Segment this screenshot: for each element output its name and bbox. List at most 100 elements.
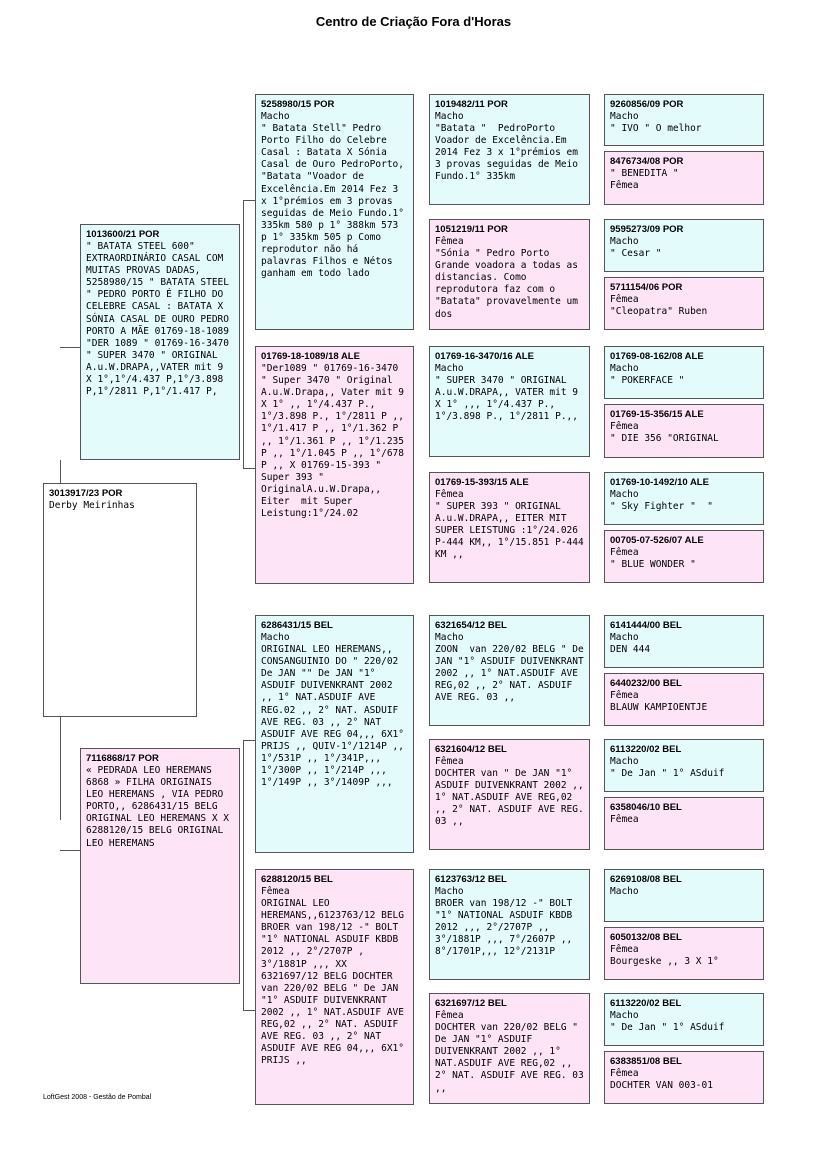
pigeon-info: Macho " Cesar " bbox=[610, 236, 662, 260]
connector-line bbox=[243, 1010, 255, 1011]
pedigree-card-mother[interactable]: 7116868/17 POR « PEDRADA LEO HEREMANS 68… bbox=[80, 748, 240, 984]
pedigree-card-g5-14[interactable]: 6050132/08 BEL Fêmea Bourgeske ,, 3 X 1° bbox=[604, 927, 764, 980]
ring-number: 1051219/11 POR bbox=[435, 224, 508, 235]
ring-number: 5258980/15 POR bbox=[261, 99, 335, 110]
footer-credit: LoftGest 2008 - Gestão de Pombal bbox=[43, 1094, 152, 1101]
pedigree-card-fm[interactable]: 01769-18-1089/18 ALE "Der1089 " 01769-16… bbox=[255, 346, 414, 584]
connector-line bbox=[60, 850, 80, 851]
pedigree-card-subject[interactable]: 3013917/23 POR Derby Meirinhas bbox=[43, 483, 197, 717]
pigeon-info: Macho BROER van 198/12 -" BOLT "1° NATIO… bbox=[435, 886, 573, 958]
pedigree-card-g5-8[interactable]: 00705-07-526/07 ALE Fêmea " BLUE WONDER … bbox=[604, 530, 764, 583]
connector-line bbox=[243, 468, 255, 469]
pedigree-card-g5-9[interactable]: 6141444/00 BEL Macho DEN 444 bbox=[604, 615, 764, 668]
pedigree-card-mmm[interactable]: 6321697/12 BEL Fêmea DOCHTER van 220/02 … bbox=[429, 993, 590, 1104]
pigeon-info: Macho " De Jan " 1° ASduif bbox=[610, 756, 725, 780]
pigeon-info: Macho " IVO " O melhor bbox=[610, 111, 702, 135]
pigeon-info: Macho "Batata " PedroPorto Voador de Exc… bbox=[435, 111, 578, 183]
pedigree-card-g5-10[interactable]: 6440232/00 BEL Fêmea BLAUW KAMPIOENTJE bbox=[604, 673, 764, 726]
pedigree-card-mf[interactable]: 6286431/15 BEL Macho ORIGINAL LEO HEREMA… bbox=[255, 615, 414, 853]
ring-number: 6383851/08 BEL bbox=[610, 1056, 682, 1067]
pedigree-card-ffm[interactable]: 1051219/11 POR Fêmea "Sónia " Pedro Port… bbox=[429, 219, 590, 330]
pedigree-card-g5-5[interactable]: 01769-08-162/08 ALE Macho " POKERFACE " bbox=[604, 346, 764, 399]
ring-number: 01769-18-1089/18 ALE bbox=[261, 351, 360, 362]
pigeon-info: " BATATA STEEL 600" EXTRAORDINÁRIO CASAL… bbox=[86, 241, 235, 398]
pedigree-card-g5-1[interactable]: 9260856/09 POR Macho " IVO " O melhor bbox=[604, 94, 764, 146]
pedigree-card-fmf[interactable]: 01769-16-3470/16 ALE Macho " SUPER 3470 … bbox=[429, 346, 590, 457]
pedigree-card-father[interactable]: 1013600/21 POR " BATATA STEEL 600" EXTRA… bbox=[80, 224, 240, 460]
pigeon-info: Fêmea DOCHTER van 220/02 BELG " De JAN "… bbox=[435, 1010, 584, 1094]
ring-number: 6440232/00 BEL bbox=[610, 678, 682, 689]
pedigree-card-g5-13[interactable]: 6269108/08 BEL Macho bbox=[604, 869, 764, 922]
ring-number: 3013917/23 POR bbox=[49, 488, 123, 499]
pigeon-info: Fêmea bbox=[610, 814, 639, 825]
pedigree-card-g5-2[interactable]: 8476734/08 POR " BENEDITA " Fêmea bbox=[604, 151, 764, 205]
pedigree-card-g5-3[interactable]: 9595273/09 POR Macho " Cesar " bbox=[604, 219, 764, 272]
pigeon-info: Macho " Sky Fighter " " bbox=[610, 489, 713, 513]
pigeon-info: Macho ORIGINAL LEO HEREMANS,, CONSANGUIN… bbox=[261, 632, 404, 789]
ring-number: 6321697/12 BEL bbox=[435, 998, 507, 1009]
pedigree-card-g5-16[interactable]: 6383851/08 BEL Fêmea DOCHTER VAN 003-01 bbox=[604, 1051, 764, 1104]
ring-number: 9260856/09 POR bbox=[610, 99, 684, 110]
pedigree-card-mff[interactable]: 6321654/12 BEL Macho ZOON van 220/02 BEL… bbox=[429, 615, 590, 726]
ring-number: 9595273/09 POR bbox=[610, 224, 684, 235]
ring-number: 1013600/21 POR bbox=[86, 229, 160, 240]
ring-number: 8476734/08 POR bbox=[610, 156, 684, 167]
ring-number: 6288120/15 BEL bbox=[261, 874, 333, 885]
pedigree-card-mfm[interactable]: 6321604/12 BEL Fêmea DOCHTER van " De JA… bbox=[429, 739, 590, 850]
pedigree-card-ff[interactable]: 5258980/15 POR Macho " Batata Stell" Ped… bbox=[255, 94, 414, 330]
ring-number: 01769-08-162/08 ALE bbox=[610, 351, 704, 362]
pedigree-card-fff[interactable]: 1019482/11 POR Macho "Batata " PedroPort… bbox=[429, 94, 590, 205]
ring-number: 01769-10-1492/10 ALE bbox=[610, 477, 709, 488]
ring-number: 6141444/00 BEL bbox=[610, 620, 682, 631]
pedigree-card-fmm[interactable]: 01769-15-393/15 ALE Fêmea " SUPER 393 " … bbox=[429, 472, 590, 583]
pedigree-card-mmf[interactable]: 6123763/12 BEL Macho BROER van 198/12 -"… bbox=[429, 869, 590, 980]
ring-number: 5711154/06 POR bbox=[610, 282, 683, 293]
ring-number: 6113220/02 BEL bbox=[610, 744, 682, 755]
connector-line bbox=[243, 200, 244, 468]
pigeon-info: Macho " Batata Stell" Pedro Porto Filho … bbox=[261, 111, 404, 280]
pigeon-info: « PEDRADA LEO HEREMANS 6868 » FILHA ORIG… bbox=[86, 765, 235, 849]
connector-line bbox=[60, 460, 61, 483]
connector-line bbox=[243, 740, 244, 1010]
connector-line bbox=[60, 347, 80, 348]
ring-number: 6050132/08 BEL bbox=[610, 932, 682, 943]
ring-number: 1019482/11 POR bbox=[435, 99, 508, 110]
pigeon-info: Macho DEN 444 bbox=[610, 632, 651, 656]
pedigree-card-g5-4[interactable]: 5711154/06 POR Fêmea "Cleopatra" Ruben bbox=[604, 277, 764, 330]
connector-line bbox=[60, 717, 61, 820]
pigeon-info: Fêmea Bourgeske ,, 3 X 1° bbox=[610, 944, 719, 968]
pigeon-info: Macho ZOON van 220/02 BELG " De JAN "1° … bbox=[435, 632, 584, 704]
pigeon-info: Fêmea "Sónia " Pedro Porto Grande voador… bbox=[435, 236, 578, 320]
connector-line bbox=[243, 740, 255, 741]
pigeon-info: Fêmea "Cleopatra" Ruben bbox=[610, 294, 708, 318]
pedigree-card-mm[interactable]: 6288120/15 BEL Fêmea ORIGINAL LEO HEREMA… bbox=[255, 869, 414, 1105]
ring-number: 01769-15-393/15 ALE bbox=[435, 477, 529, 488]
connector-line bbox=[243, 200, 255, 201]
pigeon-info: Derby Meirinhas bbox=[49, 500, 135, 511]
ring-number: 00705-07-526/07 ALE bbox=[610, 535, 704, 546]
pigeon-info: Macho " POKERFACE " bbox=[610, 363, 685, 387]
ring-number: 01769-16-3470/16 ALE bbox=[435, 351, 534, 362]
ring-number: 6123763/12 BEL bbox=[435, 874, 507, 885]
pedigree-card-g5-11[interactable]: 6113220/02 BEL Macho " De Jan " 1° ASdui… bbox=[604, 739, 764, 792]
pigeon-info: Fêmea BLAUW KAMPIOENTJE bbox=[610, 690, 708, 714]
pedigree-card-g5-15[interactable]: 6113220/02 BEL Macho " De Jan " 1° ASdui… bbox=[604, 993, 764, 1046]
ring-number: 7116868/17 POR bbox=[86, 753, 159, 764]
pigeon-info: Fêmea " BLUE WONDER " bbox=[610, 547, 696, 571]
pigeon-info: Fêmea DOCHTER van " De JAN "1° ASDUIF DU… bbox=[435, 756, 584, 828]
page-title: Centro de Criação Fora d'Horas bbox=[315, 14, 512, 29]
pigeon-info: Fêmea " SUPER 393 " ORIGINAL A.u.W.DRAPA… bbox=[435, 489, 584, 561]
pigeon-info: Fêmea ORIGINAL LEO HEREMANS,,6123763/12 … bbox=[261, 886, 404, 1067]
pedigree-card-g5-7[interactable]: 01769-10-1492/10 ALE Macho " Sky Fighter… bbox=[604, 472, 764, 525]
ring-number: 6321654/12 BEL bbox=[435, 620, 507, 631]
pigeon-info: Fêmea DOCHTER VAN 003-01 bbox=[610, 1068, 713, 1092]
ring-number: 6269108/08 BEL bbox=[610, 874, 682, 885]
pigeon-info: " BENEDITA " Fêmea bbox=[610, 168, 679, 192]
ring-number: 6358046/10 BEL bbox=[610, 802, 682, 813]
ring-number: 01769-15-356/15 ALE bbox=[610, 409, 704, 420]
pigeon-info: Macho " SUPER 3470 " ORIGINAL A.u.W.DRAP… bbox=[435, 363, 578, 423]
pedigree-card-g5-12[interactable]: 6358046/10 BEL Fêmea bbox=[604, 797, 764, 850]
pedigree-card-g5-6[interactable]: 01769-15-356/15 ALE Fêmea " DIE 356 "ORI… bbox=[604, 404, 764, 458]
pigeon-info: Macho bbox=[610, 886, 639, 897]
pigeon-info: Fêmea " DIE 356 "ORIGINAL bbox=[610, 421, 719, 445]
